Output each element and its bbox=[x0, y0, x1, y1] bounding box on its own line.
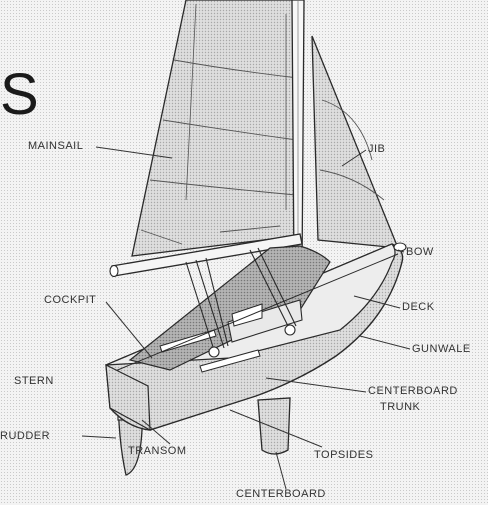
rigging bbox=[185, 242, 407, 358]
label-deck: DECK bbox=[402, 301, 435, 313]
label-rudder: RUDDER bbox=[0, 430, 51, 442]
label-mainsail: MAINSAIL bbox=[28, 140, 84, 152]
label-transom: TRANSOM bbox=[128, 445, 187, 457]
label-centerboard-trunk-line1: CENTERBOARD bbox=[368, 385, 458, 397]
label-gunwale: GUNWALE bbox=[412, 343, 471, 355]
boom bbox=[109, 233, 303, 278]
label-bow: BOW bbox=[406, 246, 434, 258]
hull bbox=[105, 243, 404, 432]
label-cockpit: COCKPIT bbox=[44, 294, 97, 306]
label-centerboard: CENTERBOARD bbox=[236, 488, 326, 500]
jib bbox=[311, 35, 400, 249]
label-jib: JIB bbox=[368, 143, 386, 155]
label-topsides: TOPSIDES bbox=[314, 449, 374, 461]
label-stern: STERN bbox=[14, 375, 54, 387]
partial-title: S bbox=[0, 62, 39, 127]
mast bbox=[291, 0, 305, 271]
centerboard bbox=[257, 397, 291, 455]
label-centerboard-trunk-line2: TRUNK bbox=[380, 401, 421, 413]
leader-lines bbox=[81, 146, 411, 490]
mainsail bbox=[131, 0, 301, 257]
